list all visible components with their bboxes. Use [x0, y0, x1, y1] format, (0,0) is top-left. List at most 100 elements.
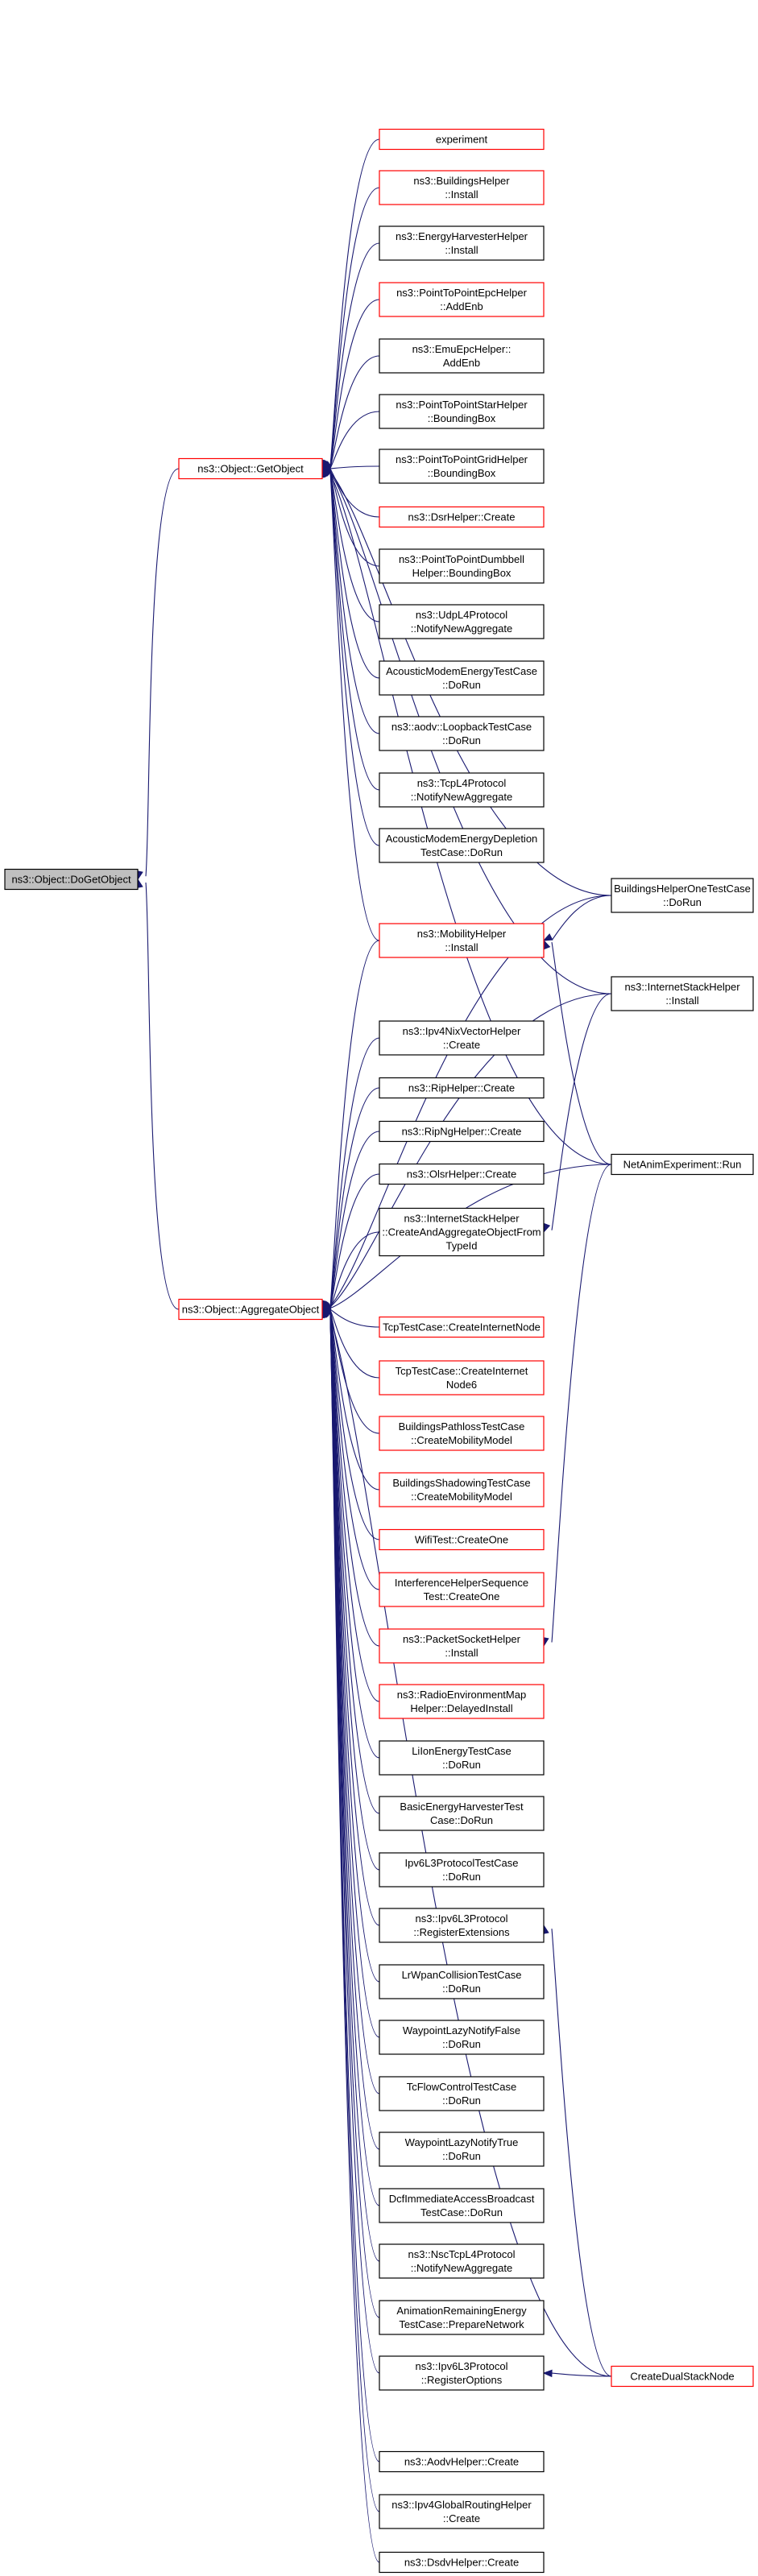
node-wifiCreateOne[interactable]: WifiTest::CreateOne [379, 1528, 545, 1551]
node-ipv4Global[interactable]: ns3::Ipv4GlobalRoutingHelper::Create [379, 2494, 545, 2529]
node-ipv6L3RegOpt[interactable]: ns3::Ipv6L3Protocol::RegisterOptions [379, 2355, 545, 2391]
node-waypointFalse[interactable]: WaypointLazyNotifyFalse::DoRun [379, 2020, 545, 2055]
edge-ipv4Nix-to-aggobj [329, 1037, 380, 1308]
node-label-line: ns3::PointToPointStarHelper [396, 399, 528, 411]
node-bldgShadow[interactable]: BuildingsShadowingTestCase::CreateMobili… [379, 1472, 545, 1507]
node-label-line: ::DoRun [442, 2150, 481, 2162]
node-label-line: TestCase::DoRun [420, 2206, 503, 2218]
node-waypointTrue[interactable]: WaypointLazyNotifyTrue::DoRun [379, 2132, 545, 2167]
node-bldgInstall[interactable]: ns3::BuildingsHelper::Install [379, 170, 545, 205]
node-emuEpc[interactable]: ns3::EmuEpcHelper::AddEnb [379, 338, 545, 374]
node-bldgPathloss[interactable]: BuildingsPathlossTestCase::CreateMobilit… [379, 1416, 545, 1451]
node-aodvLoopback[interactable]: ns3::aodv::LoopbackTestCase::DoRun [379, 716, 545, 751]
node-p2pEpc[interactable]: ns3::PointToPointEpcHelper::AddEnb [379, 282, 545, 317]
node-label-line: AnimationRemainingEnergy [396, 2305, 527, 2317]
node-netAnimRun[interactable]: NetAnimExperiment::Run [611, 1153, 754, 1176]
node-label-line: DcfImmediateAccessBroadcast [389, 2193, 535, 2205]
node-label-line: ::NotifyNewAggregate [411, 791, 512, 803]
node-ipv4Nix[interactable]: ns3::Ipv4NixVectorHelper::Create [379, 1020, 545, 1056]
node-label-line: ::NotifyNewAggregate [411, 2262, 512, 2274]
node-box [379, 338, 545, 374]
edge-ripCreate-to-aggobj [329, 1087, 380, 1309]
node-p2pDumbbell[interactable]: ns3::PointToPointDumbbellHelper::Boundin… [379, 548, 545, 584]
node-aodvCreate[interactable]: ns3::AodvHelper::Create [379, 2450, 545, 2473]
node-tcpL4[interactable]: ns3::TcpL4Protocol::NotifyNewAggregate [379, 772, 545, 808]
node-olsrCreate[interactable]: ns3::OlsrHelper::Create [379, 1163, 545, 1185]
edge-udpL4-to-getobj [329, 469, 380, 622]
node-tcFlow[interactable]: TcFlowControlTestCase::DoRun [379, 2076, 545, 2111]
node-acousticDepl[interactable]: AcousticModemEnergyDepletionTestCase::Do… [379, 828, 545, 863]
edge-arrowhead [542, 2369, 553, 2378]
node-dsdvCreate[interactable]: ns3::DsdvHelper::Create [379, 2551, 545, 2574]
node-box [379, 1528, 545, 1551]
node-bldgHelperOne[interactable]: BuildingsHelperOneTestCase::DoRun [611, 878, 754, 913]
edge-dsrCreate-to-getobj [329, 469, 380, 518]
edge-inetStackInstall-to-inetCreateAgg [551, 993, 612, 1230]
node-radioEnvMap[interactable]: ns3::RadioEnvironmentMapHelper::DelayedI… [379, 1684, 545, 1719]
node-box [4, 868, 139, 891]
node-box [379, 548, 545, 584]
node-animRemaining[interactable]: AnimationRemainingEnergyTestCase::Prepar… [379, 2300, 545, 2335]
node-label-line: ::Install [445, 1647, 478, 1659]
node-inetCreateAgg[interactable]: ns3::InternetStackHelper::CreateAndAggre… [379, 1207, 545, 1257]
node-liIon[interactable]: LiIonEnergyTestCase::DoRun [379, 1740, 545, 1776]
node-label-line: ns3::MobilityHelper [417, 928, 507, 940]
node-box [379, 1360, 545, 1396]
node-label-line: TypeId [445, 1240, 477, 1252]
node-label-line: ns3::Ipv4NixVectorHelper [403, 1025, 521, 1037]
edge-inetCreateAgg-to-aggobj [329, 1231, 380, 1309]
node-box [611, 2365, 754, 2388]
node-udpL4[interactable]: ns3::UdpL4Protocol::NotifyNewAggregate [379, 604, 545, 639]
node-p2pGrid[interactable]: ns3::PointToPointGridHelper::BoundingBox [379, 449, 545, 484]
node-dsrCreate[interactable]: ns3::DsrHelper::Create [379, 506, 545, 528]
node-mobilityInstall[interactable]: ns3::MobilityHelper::Install [379, 923, 545, 958]
edge-getobj-to-root [145, 468, 180, 877]
node-getobj[interactable]: ns3::Object::GetObject [178, 457, 323, 480]
edge-arrowhead [542, 933, 553, 941]
edge-olsrCreate-to-aggobj [329, 1173, 380, 1309]
node-label-line: ::DoRun [442, 1983, 481, 1995]
node-label-line: ::DoRun [663, 896, 702, 908]
node-label-line: ::BoundingBox [428, 467, 496, 479]
node-interfSeq[interactable]: InterferenceHelperSequenceTest::CreateOn… [379, 1572, 545, 1607]
node-label-line: AddEnb [443, 357, 480, 369]
node-ipv6L3Test[interactable]: Ipv6L3ProtocolTestCase::DoRun [379, 1852, 545, 1888]
node-aggobj[interactable]: ns3::Object::AggregateObject [178, 1298, 323, 1321]
node-nscTcpL4[interactable]: ns3::NscTcpL4Protocol::NotifyNewAggregat… [379, 2243, 545, 2279]
node-energyHarv[interactable]: ns3::EnergyHarvesterHelper::Install [379, 225, 545, 261]
node-label-line: ::DoRun [442, 1759, 481, 1771]
node-inetStackInstall[interactable]: ns3::InternetStackHelper::Install [611, 976, 754, 1011]
node-dcfImm[interactable]: DcfImmediateAccessBroadcastTestCase::DoR… [379, 2188, 545, 2223]
node-ripCreate[interactable]: ns3::RipHelper::Create [379, 1077, 545, 1099]
node-label-line: ns3::PointToPointDumbbell [399, 553, 524, 565]
node-label-line: ns3::TcpL4Protocol [417, 777, 507, 789]
node-box [379, 1472, 545, 1507]
node-label-line: ns3::RipNgHelper::Create [402, 1126, 522, 1138]
node-box [379, 772, 545, 808]
node-box [379, 660, 545, 696]
node-lrWpan[interactable]: LrWpanCollisionTestCase::DoRun [379, 1964, 545, 1999]
node-label-line: ns3::Object::GetObject [197, 463, 304, 475]
node-label-line: ::Install [445, 244, 478, 256]
node-ipv6L3RegExt[interactable]: ns3::Ipv6L3Protocol::RegisterExtensions [379, 1908, 545, 1943]
node-experiment[interactable]: experiment [379, 128, 545, 151]
node-label-line: ns3::AodvHelper::Create [404, 2456, 519, 2468]
node-box [379, 170, 545, 205]
node-box [379, 394, 545, 429]
node-pktSocket[interactable]: ns3::PacketSocketHelper::Install [379, 1628, 545, 1664]
node-ripNgCreate[interactable]: ns3::RipNgHelper::Create [379, 1120, 545, 1143]
node-label-line: ns3::Ipv6L3Protocol [416, 2360, 508, 2372]
node-label-line: LrWpanCollisionTestCase [402, 1969, 522, 1981]
node-root[interactable]: ns3::Object::DoGetObject [4, 868, 139, 891]
edge-aggobj-to-root [145, 882, 180, 1310]
edge-tcpInetNode-to-aggobj [329, 1309, 380, 1328]
node-p2pStar[interactable]: ns3::PointToPointStarHelper::BoundingBox [379, 394, 545, 429]
node-createDualStack[interactable]: CreateDualStackNode [611, 2365, 754, 2388]
node-acousticModem[interactable]: AcousticModemEnergyTestCase::DoRun [379, 660, 545, 696]
node-label-line: LiIonEnergyTestCase [412, 1745, 512, 1757]
edge-mobilityInstall-to-getobj [329, 472, 380, 941]
node-tcpInetNode[interactable]: TcpTestCase::CreateInternetNode [379, 1316, 545, 1338]
node-label-line: BasicEnergyHarvesterTest [400, 1801, 524, 1813]
